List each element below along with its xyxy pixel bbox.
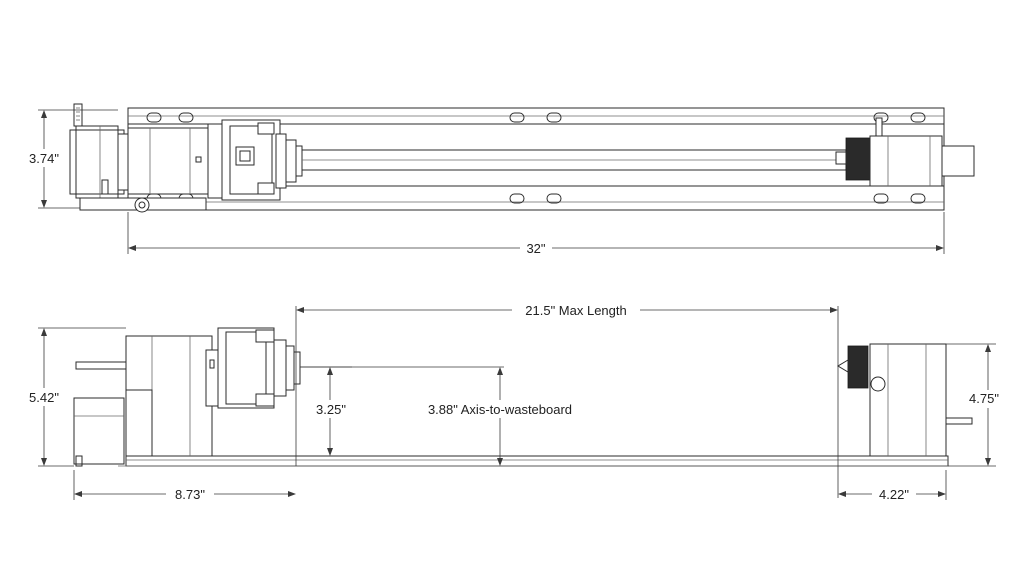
- side-tailstock: [837, 343, 973, 457]
- dim-tailstock-height: 4.75": [969, 391, 999, 406]
- dim-chuck-axis: 3.25": [316, 402, 346, 417]
- dim-top-height: 3.74": [29, 151, 59, 166]
- dim-tailstock-offset: 4.22": [879, 487, 909, 502]
- dim-side-height: 5.42": [29, 390, 59, 405]
- top-lock-knob: [134, 197, 150, 213]
- top-motor: [69, 103, 129, 199]
- top-chuck: [221, 119, 303, 201]
- dim-headstock-offset: 8.73": [175, 487, 205, 502]
- side-base-rail: [125, 455, 949, 467]
- dim-max-length: 21.5" Max Length: [525, 303, 626, 318]
- top-tailstock: [835, 117, 975, 187]
- top-headstock: [127, 123, 223, 199]
- dim-top-length: 32": [526, 241, 545, 256]
- top-view: 3.74" 32": [29, 103, 975, 256]
- side-view: 21.5" Max Length 5.42" 3.25" 3.88" Axis-…: [29, 303, 999, 502]
- dim-axis-to-wasteboard: 3.88" Axis-to-wasteboard: [428, 402, 572, 417]
- side-chuck: [217, 327, 301, 409]
- side-headstock: [125, 335, 219, 457]
